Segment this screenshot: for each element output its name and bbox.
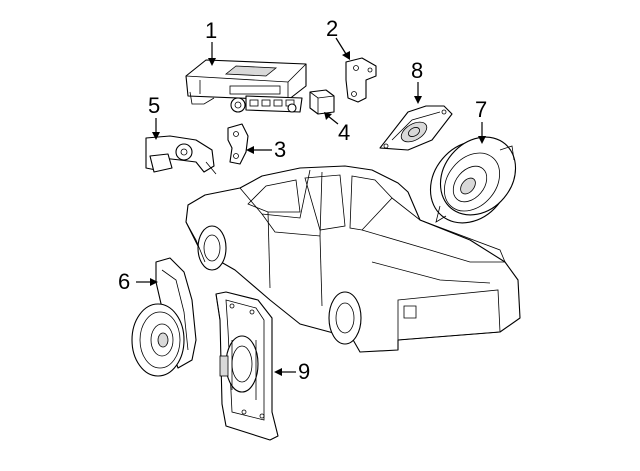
speaker-enclosure: [215, 291, 279, 441]
bracket-assembly: [145, 135, 217, 175]
pickup-truck-illustration: [185, 165, 521, 353]
tweeter-speaker: [379, 105, 453, 151]
callout-4: 4: [338, 120, 351, 145]
mounting-bracket-upper: [345, 57, 377, 103]
front-door-speaker: [131, 257, 197, 377]
oval-speaker: [429, 136, 517, 224]
radio-receiver: [185, 59, 307, 113]
callout-3: 3: [274, 137, 287, 162]
mounting-bracket-lower: [227, 123, 249, 165]
callout-1: 1: [205, 18, 218, 43]
callout-6: 6: [118, 269, 131, 294]
relay-connector: [309, 89, 335, 115]
callout-5: 5: [148, 93, 161, 118]
callout-8: 8: [411, 58, 424, 83]
leader-lines: [136, 37, 486, 376]
callout-9: 9: [298, 359, 311, 384]
callout-2: 2: [326, 16, 339, 41]
callout-7: 7: [475, 97, 488, 122]
